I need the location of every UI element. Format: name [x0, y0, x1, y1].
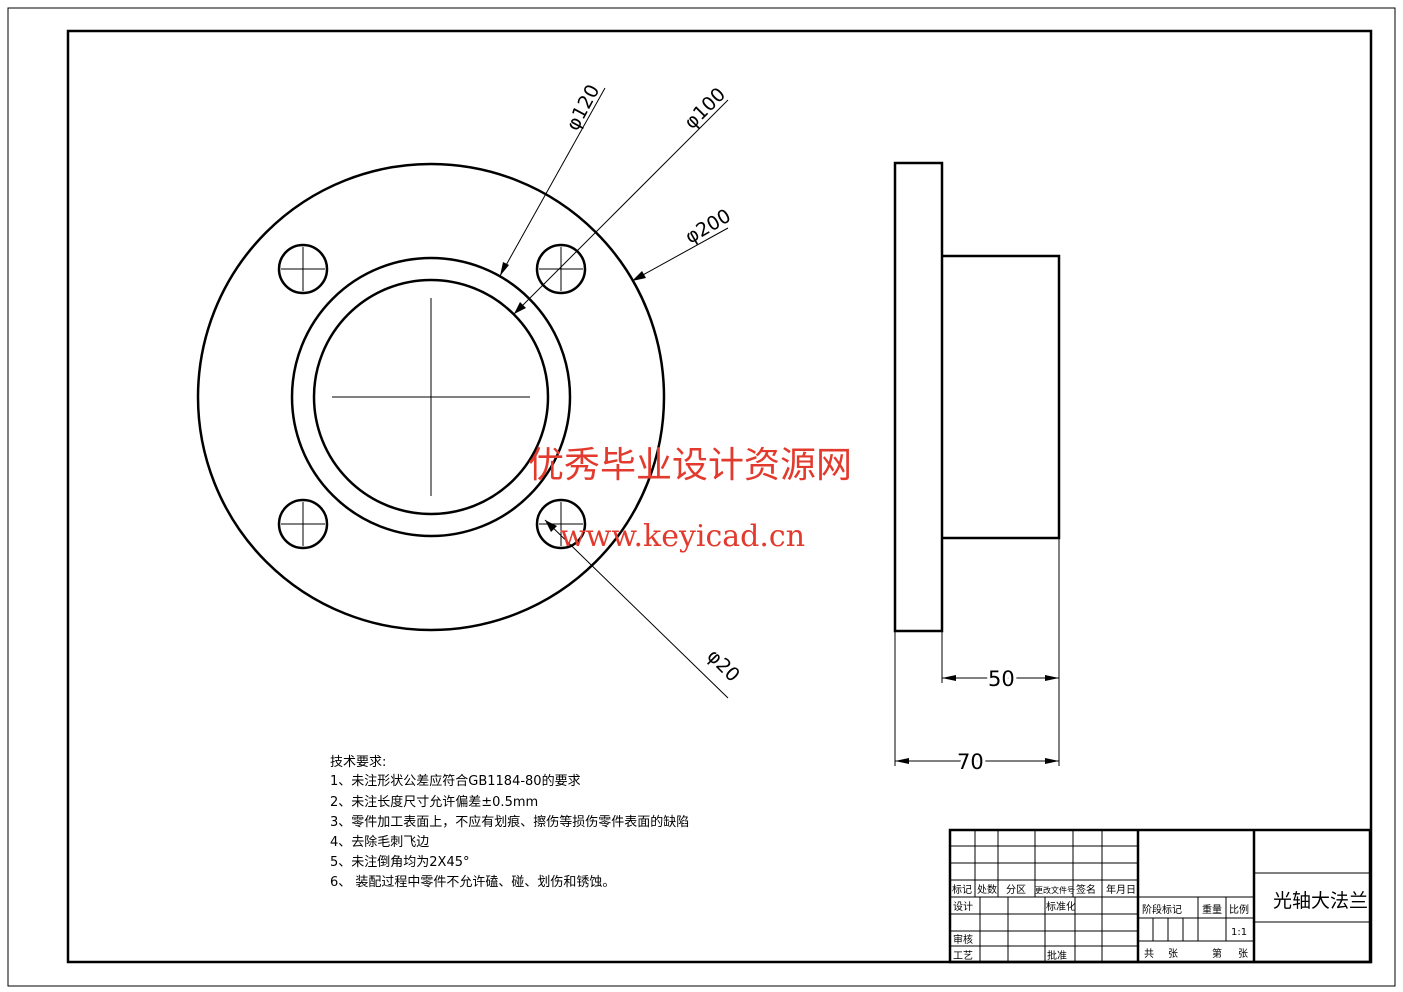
label-weight: 重量 — [1202, 903, 1222, 916]
dim-d20: φ20 — [702, 645, 744, 687]
tech-req-item: 3、零件加工表面上，不应有划痕、擦伤等损伤零件表面的缺陷 — [330, 814, 689, 830]
tech-requirements: 技术要求: 1、未注形状公差应符合GB1184-80的要求 2、未注长度尺寸允许… — [330, 755, 689, 890]
dim-50: 50 — [988, 667, 1015, 691]
watermark-title: 优秀毕业设计资源网 — [528, 445, 852, 486]
label-standard: 标准化 — [1046, 900, 1076, 913]
watermark-url: www.keyicad.cn — [560, 519, 805, 554]
dim-d100: φ100 — [680, 83, 730, 133]
dim-70: 70 — [957, 750, 984, 774]
label-design: 设计 — [953, 900, 973, 913]
label-total: 共 — [1144, 948, 1154, 960]
side-view: 50 70 — [893, 161, 1061, 777]
header-count: 处数 — [977, 883, 997, 896]
label-sheets: 张 — [1168, 948, 1178, 960]
frame-border — [66, 29, 1373, 964]
bolt-holes — [277, 243, 587, 550]
header-change-doc: 更改文件号 — [1035, 885, 1075, 895]
label-process: 工艺 — [953, 950, 973, 962]
front-view: φ120 φ100 φ200 φ20 — [196, 81, 744, 699]
header-zone: 分区 — [1006, 884, 1026, 896]
label-sheets: 张 — [1238, 948, 1248, 960]
tech-req-item: 1、未注形状公差应符合GB1184-80的要求 — [330, 773, 581, 789]
header-signature: 签名 — [1076, 883, 1096, 896]
tech-req-title: 技术要求: — [330, 755, 386, 770]
title-block: 标记 处数 分区 更改文件号 签名 年月日 设计 标准化 审核 工艺 批准 阶段… — [948, 828, 1372, 964]
label-nth: 第 — [1212, 947, 1222, 960]
label-approve: 批准 — [1047, 949, 1067, 962]
tech-req-item: 5、未注倒角均为2X45° — [330, 855, 470, 870]
label-stage: 阶段标记 — [1142, 903, 1182, 916]
tech-req-item: 2、未注长度尺寸允许偏差±0.5mm — [330, 794, 538, 810]
label-scale: 比例 — [1229, 903, 1249, 916]
header-mark: 标记 — [952, 884, 972, 896]
dim-d120: φ120 — [562, 81, 604, 134]
tech-req-item: 6、 装配过程中零件不允许磕、碰、划伤和锈蚀。 — [330, 874, 615, 890]
sheet-border — [7, 7, 1396, 987]
scale-value: 1:1 — [1231, 927, 1247, 938]
part-name: 光轴大法兰 — [1273, 890, 1368, 912]
tech-req-item: 4、去除毛刺飞边 — [330, 835, 429, 850]
dim-d200: φ200 — [682, 205, 735, 248]
header-date: 年月日 — [1106, 883, 1136, 896]
label-review: 审核 — [953, 933, 973, 946]
